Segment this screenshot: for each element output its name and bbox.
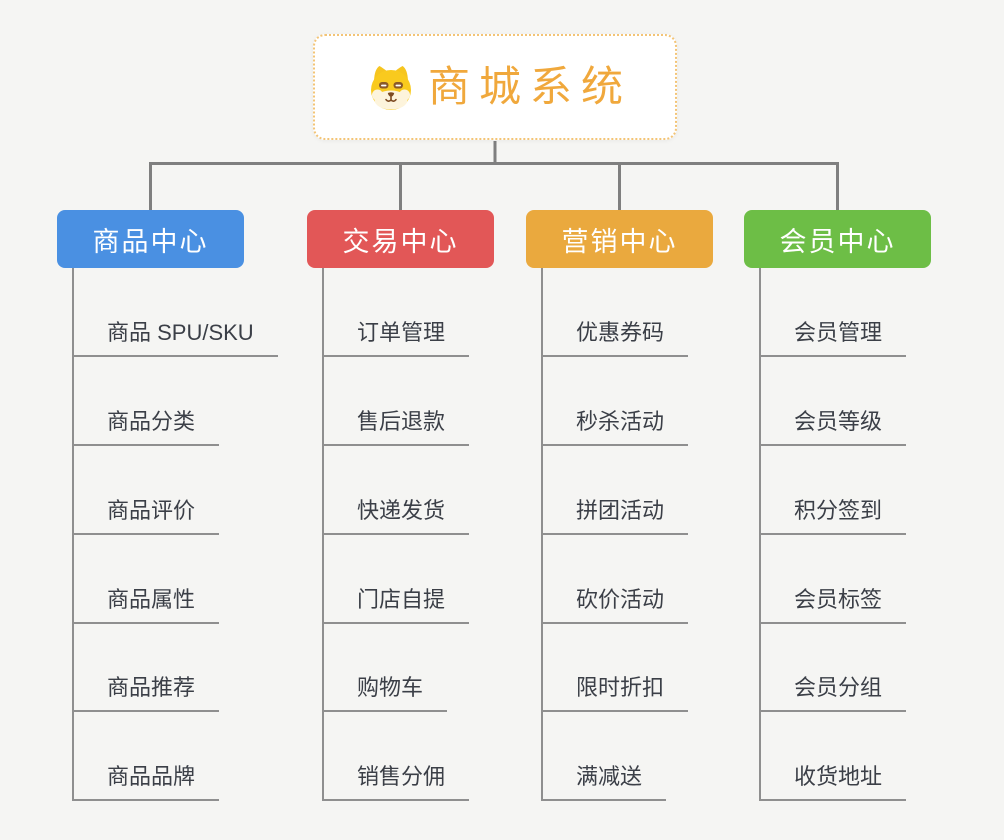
leaf-node[interactable]: 售后退款 [322, 407, 470, 446]
leaf-node[interactable]: 砍价活动 [541, 585, 689, 624]
branch-node-4[interactable]: 会员中心 [744, 210, 931, 268]
dog-face-icon [367, 63, 415, 111]
leaf-node[interactable]: 限时折扣 [541, 673, 689, 712]
branch-node-2[interactable]: 交易中心 [307, 210, 494, 268]
tree-lines-path [149, 141, 839, 211]
leaf-node[interactable]: 购物车 [322, 673, 448, 712]
leaf-node[interactable]: 商品评价 [72, 496, 220, 535]
leaf-node[interactable]: 积分签到 [759, 496, 907, 535]
leaf-node[interactable]: 商品品牌 [72, 762, 220, 801]
leaf-node[interactable]: 商品分类 [72, 407, 220, 446]
root-node[interactable]: 商城系统 [313, 34, 677, 140]
leaf-node[interactable]: 收货地址 [759, 762, 907, 801]
leaf-node[interactable]: 会员管理 [759, 318, 907, 357]
leaf-node[interactable]: 会员分组 [759, 673, 907, 712]
leaf-node[interactable]: 商品 SPU/SKU [72, 318, 278, 357]
leaf-node[interactable]: 商品属性 [72, 585, 220, 624]
leaf-node[interactable]: 会员标签 [759, 585, 907, 624]
branch-node-3[interactable]: 营销中心 [526, 210, 713, 268]
branch-node-1[interactable]: 商品中心 [57, 210, 244, 268]
leaf-node[interactable]: 快递发货 [322, 496, 470, 535]
root-node-title: 商城系统 [427, 63, 632, 110]
leaf-node[interactable]: 门店自提 [322, 585, 470, 624]
leaf-node[interactable]: 销售分佣 [322, 762, 470, 801]
leaf-node[interactable]: 秒杀活动 [541, 407, 689, 446]
leaf-node[interactable]: 订单管理 [322, 318, 470, 357]
leaf-node[interactable]: 满减送 [541, 762, 667, 801]
leaf-node[interactable]: 拼团活动 [541, 496, 689, 535]
leaf-node[interactable]: 商品推荐 [72, 673, 220, 712]
leaf-node[interactable]: 会员等级 [759, 407, 907, 446]
leaf-node[interactable]: 优惠券码 [541, 318, 689, 357]
